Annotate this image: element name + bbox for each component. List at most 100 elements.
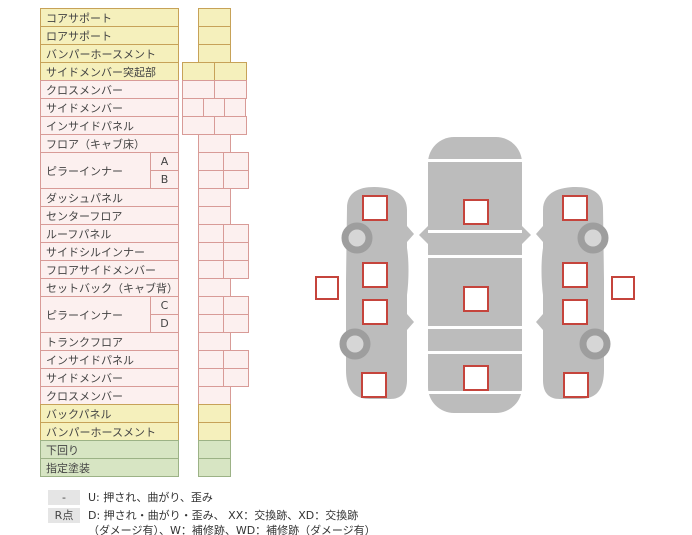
pillar-sub-label: C: [150, 296, 179, 315]
check-square-top-front[interactable]: [463, 199, 489, 225]
check-cell[interactable]: [198, 332, 231, 351]
part-label: コアサポート: [40, 8, 179, 27]
parts-row: サイドシルインナー: [40, 242, 249, 261]
parts-row: インサイドパネル: [40, 116, 249, 135]
check-cell[interactable]: [214, 116, 247, 135]
check-cell[interactable]: [214, 62, 247, 81]
check-cell-group: [198, 332, 231, 351]
check-cell[interactable]: [198, 368, 224, 387]
check-cell[interactable]: [182, 116, 215, 135]
check-cell[interactable]: [223, 296, 249, 315]
check-cell[interactable]: [223, 170, 249, 189]
wheel-icon: [577, 222, 609, 254]
parts-row: サイドメンバー突起部: [40, 62, 249, 81]
parts-row: セットバック（キャブ背）: [40, 278, 249, 297]
check-cell[interactable]: [223, 260, 249, 279]
check-cell[interactable]: [214, 80, 247, 99]
parts-row: インサイドパネル: [40, 350, 249, 369]
check-cell[interactable]: [223, 314, 249, 333]
check-cell[interactable]: [224, 98, 246, 117]
check-square-right-sill[interactable]: [611, 276, 635, 300]
check-cell[interactable]: [198, 206, 231, 225]
check-cell[interactable]: [198, 260, 224, 279]
part-label: バンパーホースメント: [40, 44, 179, 63]
check-cell-group: [198, 44, 231, 63]
check-cell[interactable]: [198, 422, 231, 441]
check-cell[interactable]: [182, 62, 215, 81]
check-cell[interactable]: [198, 458, 231, 477]
check-cell[interactable]: [198, 44, 231, 63]
legend-row: R点 D: 押され・曲がり・歪み、 XX：交換跡、XD：交換跡 （ダメージ有）、…: [48, 508, 376, 535]
check-cell-group: [182, 98, 246, 117]
check-cell[interactable]: [223, 224, 249, 243]
parts-row: バックパネル: [40, 404, 249, 423]
part-label: フロア（キャブ床）: [40, 134, 179, 153]
parts-row: コアサポート: [40, 8, 249, 27]
check-cell-group: [198, 134, 231, 153]
check-cell[interactable]: [198, 8, 231, 27]
check-cell[interactable]: [198, 278, 231, 297]
parts-row: フロアサイドメンバー: [40, 260, 249, 279]
check-cell[interactable]: [182, 80, 215, 99]
check-square-top-rear[interactable]: [463, 365, 489, 391]
part-label: サイドメンバー: [40, 98, 179, 117]
check-cell[interactable]: [198, 440, 231, 459]
check-square-right-rear[interactable]: [563, 372, 589, 398]
check-cell[interactable]: [182, 98, 204, 117]
check-cell[interactable]: [223, 368, 249, 387]
part-label: サイドメンバー突起部: [40, 62, 179, 81]
check-cell[interactable]: [198, 152, 224, 171]
check-cell[interactable]: [198, 188, 231, 207]
check-cell[interactable]: [223, 242, 249, 261]
part-label: クロスメンバー: [40, 80, 179, 99]
check-cell-group: [182, 116, 247, 135]
check-cell[interactable]: [198, 134, 231, 153]
check-square-left-door-rear[interactable]: [362, 299, 388, 325]
check-cell[interactable]: [198, 386, 231, 405]
parts-row: サイドメンバー: [40, 368, 249, 387]
mirror-left-icon: [419, 226, 428, 244]
part-label: バックパネル: [40, 404, 179, 423]
check-square-right-door-front[interactable]: [562, 262, 588, 288]
check-cell-group: [198, 350, 249, 369]
part-label: インサイドパネル: [40, 350, 179, 369]
legend-key: -: [48, 490, 80, 505]
check-cell-group: [198, 26, 231, 45]
check-cell[interactable]: [198, 296, 224, 315]
parts-row: フロア（キャブ床）: [40, 134, 249, 153]
check-square-top-center[interactable]: [463, 286, 489, 312]
check-square-left-sill[interactable]: [315, 276, 339, 300]
part-label: サイドシルインナー: [40, 242, 179, 261]
check-cell[interactable]: [203, 98, 225, 117]
check-cell-group: [198, 8, 231, 27]
check-cell[interactable]: [198, 350, 224, 369]
part-label: ダッシュパネル: [40, 188, 179, 207]
check-cell-group: [198, 314, 249, 333]
check-cell-group: [198, 188, 231, 207]
check-square-left-door-front[interactable]: [362, 262, 388, 288]
part-label: トランクフロア: [40, 332, 179, 351]
check-cell[interactable]: [223, 152, 249, 171]
check-cell[interactable]: [198, 314, 224, 333]
check-square-left-rear[interactable]: [361, 372, 387, 398]
wheel-icon: [341, 222, 373, 254]
check-square-right-door-rear[interactable]: [562, 299, 588, 325]
part-label: 下回り: [40, 440, 179, 459]
check-cell[interactable]: [223, 350, 249, 369]
parts-row: クロスメンバー: [40, 80, 249, 99]
part-label: ルーフパネル: [40, 224, 179, 243]
pillar-sub-label: D: [150, 314, 179, 333]
parts-row: ルーフパネル: [40, 224, 249, 243]
check-square-right-front[interactable]: [562, 195, 588, 221]
check-cell[interactable]: [198, 404, 231, 423]
check-cell[interactable]: [198, 26, 231, 45]
parts-row: トランクフロア: [40, 332, 249, 351]
check-cell[interactable]: [198, 224, 224, 243]
wheel-icon: [579, 328, 611, 360]
check-square-left-front[interactable]: [362, 195, 388, 221]
check-cell[interactable]: [198, 242, 224, 261]
check-cell[interactable]: [198, 170, 224, 189]
check-cell-group: [198, 242, 249, 261]
